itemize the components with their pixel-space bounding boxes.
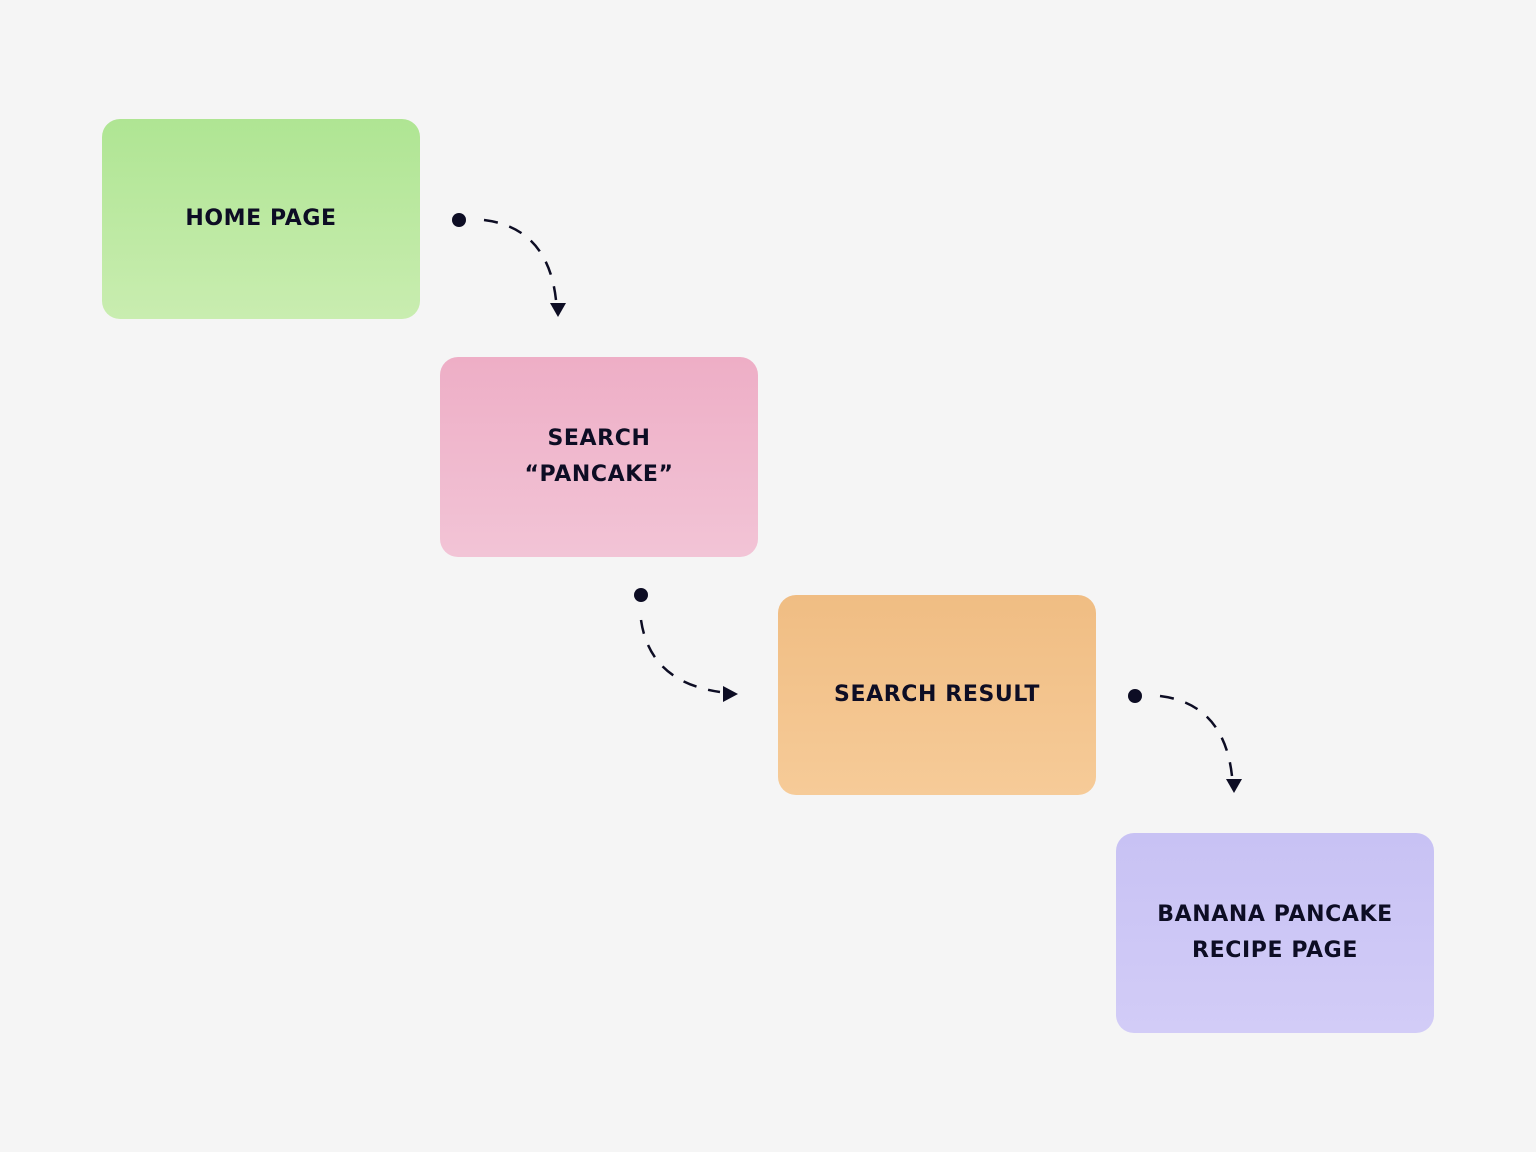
- connector-dashed-curve: [1159, 694, 1234, 777]
- step-search-result: SEARCH RESULT: [778, 595, 1096, 795]
- step-label: SEARCH “PANCAKE”: [524, 426, 674, 487]
- connector-arrow-home-to-search: [452, 213, 566, 317]
- connector-arrow-search-to-result: [634, 588, 738, 702]
- connector-start-dot: [634, 588, 648, 602]
- step-label: HOME PAGE: [185, 206, 337, 231]
- connector-dashed-curve: [639, 619, 721, 694]
- step-label: SEARCH RESULT: [834, 682, 1040, 707]
- connector-arrow-result-to-recipe: [1128, 689, 1242, 793]
- step-home-page: HOME PAGE: [102, 119, 420, 319]
- arrowhead-icon: [723, 686, 738, 702]
- arrowhead-icon: [1226, 779, 1242, 793]
- step-label: BANANA PANCAKE RECIPE PAGE: [1157, 902, 1393, 963]
- step-search-pancake: SEARCH “PANCAKE”: [440, 357, 758, 557]
- arrowhead-icon: [550, 303, 566, 317]
- connector-start-dot: [452, 213, 466, 227]
- connector-start-dot: [1128, 689, 1142, 703]
- step-recipe-page: BANANA PANCAKE RECIPE PAGE: [1116, 833, 1434, 1033]
- connector-dashed-curve: [483, 218, 558, 301]
